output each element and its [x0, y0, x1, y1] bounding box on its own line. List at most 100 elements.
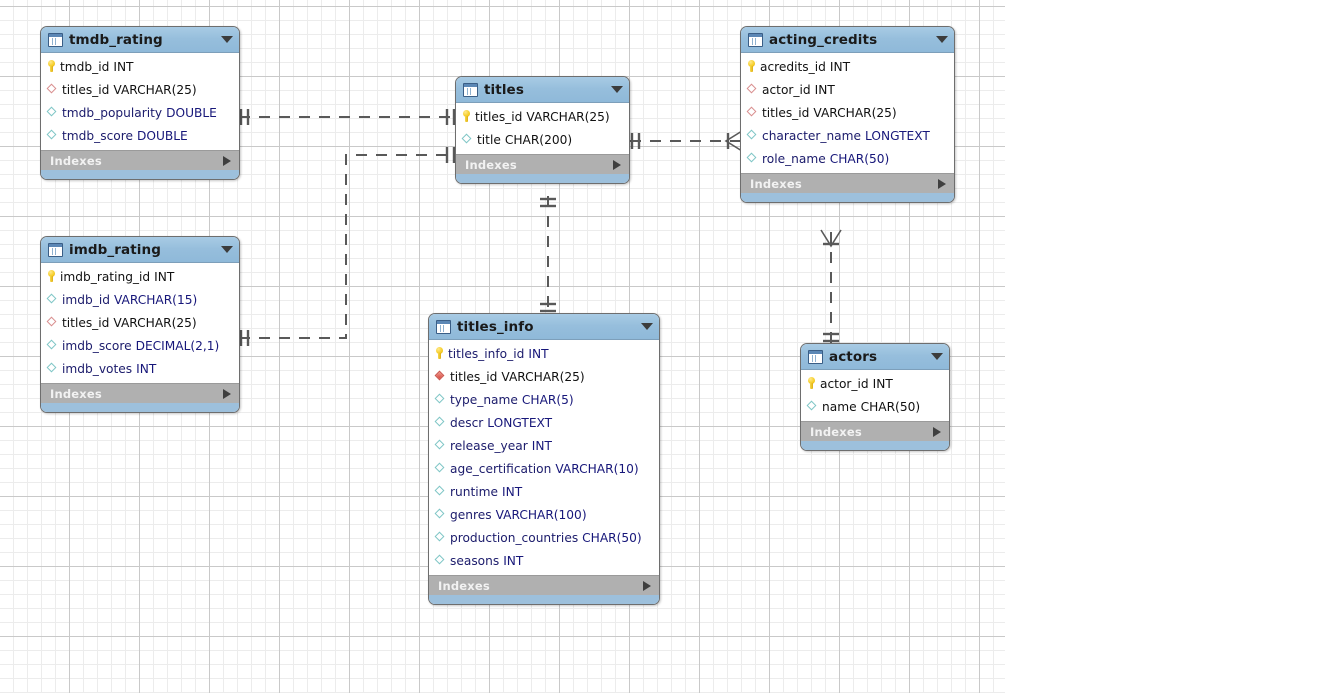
column-type: INT: [528, 346, 549, 361]
attribute-diamond-icon: [435, 555, 446, 566]
column-name: character_name: [762, 128, 862, 143]
column-name: name: [822, 399, 857, 414]
attribute-diamond-icon: [47, 363, 58, 374]
chevron-down-icon[interactable]: [931, 353, 943, 360]
column-name: actor_id: [762, 82, 811, 97]
indexes-section[interactable]: Indexes: [429, 575, 659, 595]
indexes-section[interactable]: Indexes: [41, 383, 239, 403]
column-type: VARCHAR(25): [113, 315, 197, 330]
indexes-section[interactable]: Indexes: [41, 150, 239, 170]
column-type: DOUBLE: [166, 105, 217, 120]
chevron-down-icon[interactable]: [221, 246, 233, 253]
indexes-section[interactable]: Indexes: [801, 421, 949, 441]
attribute-diamond-icon: [435, 486, 446, 497]
column-type: INT: [829, 59, 851, 74]
table-title: actors: [829, 348, 878, 365]
expand-arrow-icon[interactable]: [643, 580, 651, 591]
column-type: INT: [113, 59, 134, 74]
indexes-section[interactable]: Indexes: [456, 154, 629, 174]
indexes-label: Indexes: [438, 578, 490, 593]
column-type: DECIMAL(2,1): [135, 338, 220, 353]
primary-key-icon: [462, 110, 471, 123]
expand-arrow-icon[interactable]: [613, 159, 621, 170]
column-name: actor_id: [820, 376, 869, 391]
column-name: acredits_id: [760, 59, 826, 74]
attribute-diamond-icon: [747, 130, 758, 141]
indexes-section[interactable]: Indexes: [741, 173, 954, 193]
column-type: INT: [814, 82, 835, 97]
table-icon: [808, 349, 823, 364]
table-header[interactable]: titles: [456, 77, 629, 103]
column-type: DOUBLE: [136, 128, 188, 143]
table-title: titles: [484, 81, 524, 98]
column-type: VARCHAR(10): [555, 461, 639, 476]
column-name: titles_id: [450, 369, 498, 384]
table-header[interactable]: titles_info: [429, 314, 659, 340]
column-type: INT: [136, 361, 157, 376]
table-title: titles_info: [457, 318, 534, 335]
chevron-down-icon[interactable]: [936, 36, 948, 43]
column-type: INT: [872, 376, 893, 391]
chevron-down-icon[interactable]: [611, 86, 623, 93]
expand-arrow-icon[interactable]: [223, 388, 231, 399]
table-header[interactable]: acting_credits: [741, 27, 954, 53]
primary-key-icon: [747, 60, 756, 73]
column-name: role_name: [762, 151, 826, 166]
expand-arrow-icon[interactable]: [933, 426, 941, 437]
primary-key-icon: [807, 377, 816, 390]
expand-arrow-icon[interactable]: [223, 155, 231, 166]
column-type: CHAR(200): [504, 132, 573, 147]
column-name: titles_id: [475, 109, 523, 124]
column-type: CHAR(50): [829, 151, 890, 166]
column-name: age_certification: [450, 461, 552, 476]
table-header[interactable]: tmdb_rating: [41, 27, 239, 53]
column-type: CHAR(50): [860, 399, 921, 414]
expand-arrow-icon[interactable]: [938, 178, 946, 189]
table-header[interactable]: actors: [801, 344, 949, 370]
attribute-diamond-icon: [435, 463, 446, 474]
column-name: imdb_id: [62, 292, 110, 307]
chevron-down-icon[interactable]: [221, 36, 233, 43]
chevron-down-icon[interactable]: [641, 323, 653, 330]
column-name: genres: [450, 507, 492, 522]
table-header[interactable]: imdb_rating: [41, 237, 239, 263]
foreign-key-outline-icon: [47, 84, 58, 95]
